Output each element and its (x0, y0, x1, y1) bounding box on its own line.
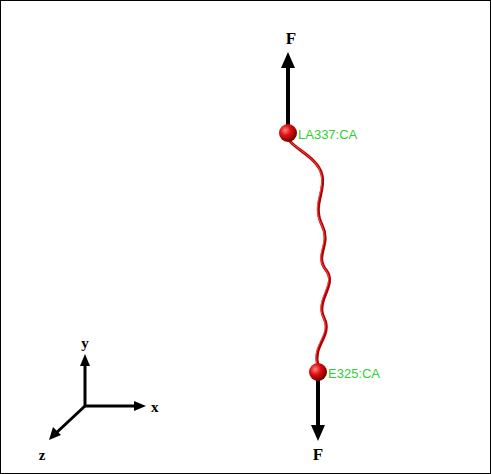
protein-chain (289, 140, 330, 366)
force-arrow (316, 378, 320, 428)
force-label: F (286, 30, 296, 47)
y-axis (84, 362, 87, 406)
axis-head (80, 354, 90, 366)
force-arrow (286, 66, 290, 126)
axis-head (49, 427, 61, 440)
axis-label: y (81, 336, 89, 351)
atom-sphere (279, 124, 297, 142)
arrow-head (311, 425, 325, 441)
atom-label: E325:CA (328, 367, 380, 380)
z-axis (55, 406, 85, 434)
arrow-head (281, 52, 295, 68)
chain-highlight (288, 139, 329, 365)
force-label: F (313, 446, 323, 463)
axis-label: z (39, 448, 46, 463)
axis-head (134, 401, 146, 411)
axis-label: x (151, 400, 159, 415)
atom-label: LA337:CA (298, 128, 357, 141)
x-axis (85, 405, 137, 408)
atom-sphere (309, 363, 327, 381)
